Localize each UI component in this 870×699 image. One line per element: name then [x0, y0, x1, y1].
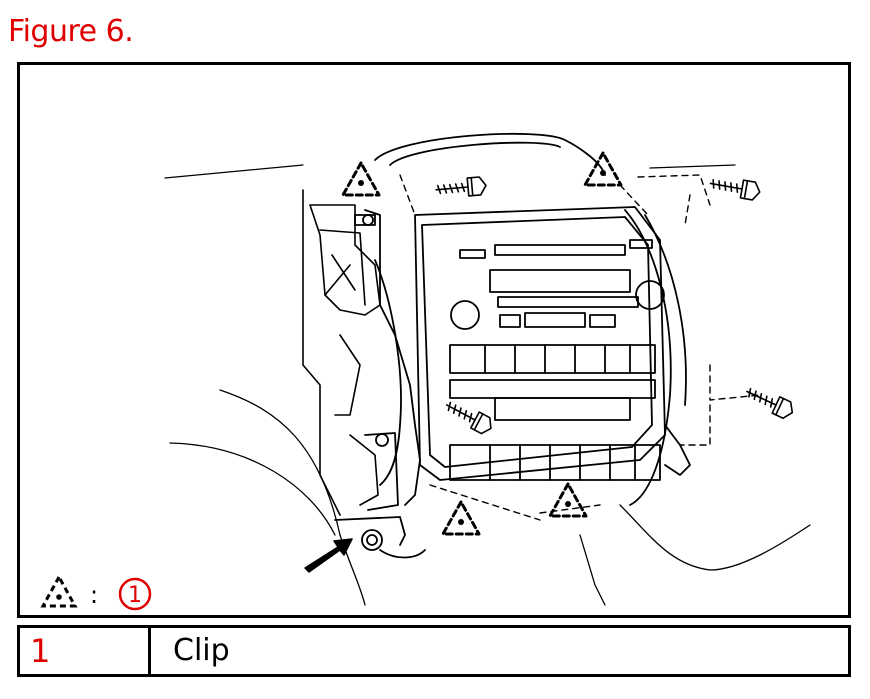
screw-lower-left: [445, 401, 492, 435]
legend-graphic: : 1: [40, 573, 152, 611]
alignment-dashes: [399, 174, 761, 521]
screw-middle-right: [746, 387, 794, 420]
figure-title: Figure 6.: [8, 14, 134, 49]
arrow-icon: [304, 538, 353, 573]
clip-marker-triangles: [341, 151, 623, 536]
radio-faceplate: [414, 206, 666, 481]
legend-marker-number: 1: [128, 583, 142, 608]
clip-marker-1: [341, 161, 381, 197]
bottom-clip: [334, 516, 426, 559]
numbered-circle-icon: [118, 577, 152, 611]
clip-marker-3: [441, 500, 481, 536]
clip-marker-4: [548, 482, 588, 518]
legend-separator: :: [90, 581, 98, 609]
left-vent: [302, 189, 381, 516]
part-name-cell: Clip: [173, 633, 230, 668]
radio-removal-illustration: [164, 132, 811, 606]
part-number-cell: 1: [20, 628, 151, 674]
parts-table: 1 Clip: [17, 625, 851, 677]
screw-top-right: [709, 179, 761, 201]
dashed-triangle-icon: [40, 573, 78, 608]
dashboard-outline: [164, 164, 811, 606]
clip-legend: : 1: [40, 573, 175, 613]
clip-marker-2: [583, 151, 623, 187]
screw-top-left: [435, 176, 487, 197]
diagram-frame: : 1: [17, 62, 851, 618]
clip-marker-dots: [358, 170, 606, 525]
